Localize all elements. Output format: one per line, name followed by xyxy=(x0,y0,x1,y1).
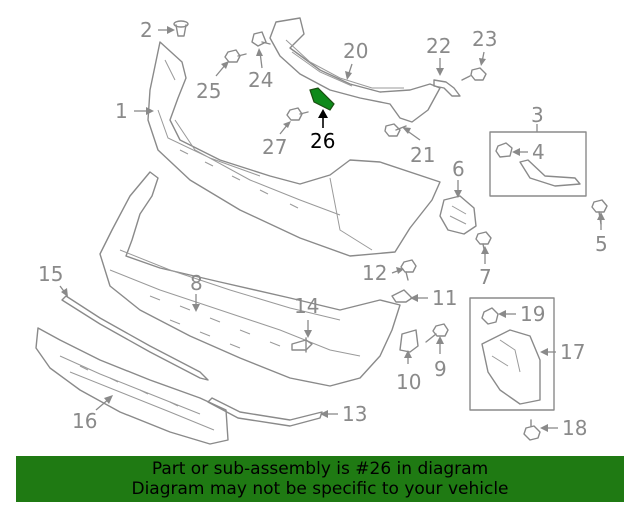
callout-14: 14 xyxy=(294,294,319,318)
callout-9: 9 xyxy=(434,357,447,381)
bolt-part-25 xyxy=(224,49,247,63)
callout-8: 8 xyxy=(190,271,203,295)
callout-2: 2 xyxy=(140,18,153,42)
bracket-part-24 xyxy=(251,31,271,47)
bumper-cover-upper xyxy=(147,41,441,257)
mud-flap-group-17 xyxy=(469,297,555,411)
footer-line-2: Diagram may not be specific to your vehi… xyxy=(131,479,509,499)
bracket-part-10 xyxy=(399,329,419,353)
callout-21: 21 xyxy=(410,143,435,167)
callout-4: 4 xyxy=(532,140,545,164)
bolt-part-9 xyxy=(425,323,449,343)
bracket-part-6 xyxy=(439,195,477,235)
callout-11: 11 xyxy=(432,286,457,310)
callout-6: 6 xyxy=(452,157,465,181)
callout-5: 5 xyxy=(595,232,608,256)
clip-part-2 xyxy=(173,20,189,37)
trim-strip-part-13 xyxy=(207,397,323,427)
callout-12: 12 xyxy=(362,261,387,285)
leader-lines xyxy=(59,26,605,432)
callout-27: 27 xyxy=(262,135,287,159)
callout-1: 1 xyxy=(115,99,128,123)
callout-labels: 1 2 3 4 5 6 7 8 9 10 11 12 13 14 15 16 1… xyxy=(38,18,608,440)
callout-26-highlighted: 26 xyxy=(310,129,335,153)
footer-notice-banner: Part or sub-assembly is #26 in diagram D… xyxy=(16,456,624,502)
footer-line-1: Part or sub-assembly is #26 in diagram xyxy=(151,459,489,479)
bracket-part-22 xyxy=(433,79,461,97)
bumper-lower-part-8 xyxy=(99,171,401,387)
callout-18: 18 xyxy=(562,416,587,440)
callout-7: 7 xyxy=(479,265,492,289)
callout-23: 23 xyxy=(472,27,497,51)
bolt-part-21 xyxy=(384,123,407,137)
callout-16: 16 xyxy=(72,409,97,433)
callout-3: 3 xyxy=(531,103,544,127)
pin-part-12 xyxy=(400,259,417,281)
bolt-part-27 xyxy=(286,107,309,121)
callout-19: 19 xyxy=(520,302,545,326)
bracket-group-3 xyxy=(489,131,587,197)
screw-part-14 xyxy=(291,337,313,353)
reinforcement-beam-part-20 xyxy=(269,17,441,123)
molding-part-15 xyxy=(61,295,209,381)
highlighted-bracket-part-26 xyxy=(309,87,335,111)
clip-part-11 xyxy=(391,289,413,303)
callout-10: 10 xyxy=(396,370,421,394)
callout-24: 24 xyxy=(248,68,273,92)
callout-25: 25 xyxy=(196,79,221,103)
clip-part-18 xyxy=(523,419,541,441)
callout-17: 17 xyxy=(560,340,585,364)
callout-15: 15 xyxy=(38,262,63,286)
bolt-part-5 xyxy=(591,199,608,225)
skid-plate-part-16 xyxy=(35,327,229,445)
callout-20: 20 xyxy=(343,39,368,63)
bolt-part-23 xyxy=(461,67,487,81)
callout-22: 22 xyxy=(426,34,451,58)
callout-13: 13 xyxy=(342,402,367,426)
